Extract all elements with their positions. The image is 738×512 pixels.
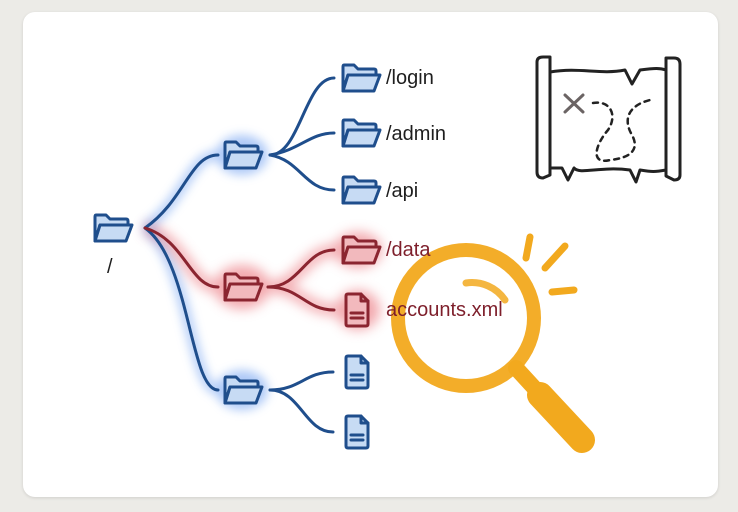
admin-label: /admin bbox=[386, 123, 447, 145]
lower-folder-icon[interactable] bbox=[223, 375, 264, 405]
login-label: /login bbox=[386, 67, 434, 89]
data-folder-icon[interactable] bbox=[341, 235, 382, 265]
api-folder-icon[interactable] bbox=[341, 175, 382, 205]
api-label: /api bbox=[386, 180, 419, 202]
root-label: / bbox=[107, 256, 113, 278]
accounts-document-icon[interactable] bbox=[344, 292, 370, 328]
blue-connectors bbox=[143, 76, 336, 434]
root-folder-icon[interactable] bbox=[93, 213, 134, 243]
highlighted-folder-icon[interactable] bbox=[223, 272, 264, 302]
accounts-xml-label: accounts.xml bbox=[386, 299, 503, 321]
magnifying-glass-icon bbox=[391, 233, 595, 453]
document-icon[interactable] bbox=[344, 354, 370, 390]
admin-folder-icon[interactable] bbox=[341, 118, 382, 148]
upper-folder-icon[interactable] bbox=[223, 140, 264, 170]
red-connectors bbox=[143, 226, 336, 312]
data-label: /data bbox=[386, 239, 431, 261]
treasure-map-icon bbox=[535, 55, 682, 184]
login-folder-icon[interactable] bbox=[341, 63, 382, 93]
document-icon[interactable] bbox=[344, 414, 370, 450]
